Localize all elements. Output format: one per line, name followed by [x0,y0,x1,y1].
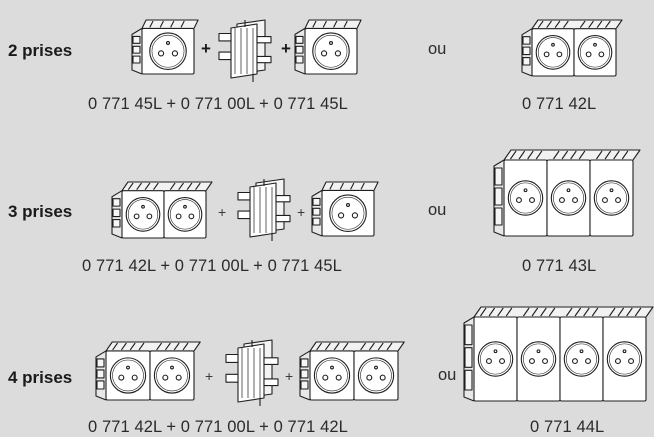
row-label: 3 prises [8,202,72,222]
plus-sign: + [297,204,305,220]
row-label: 4 prises [8,368,72,388]
socket-module-2-icon [94,340,198,404]
or-text: ou [428,40,446,59]
combo-references: 0 771 42L + 0 771 00L + 0 771 45L [82,257,342,276]
plus-sign: + [205,368,213,384]
coupling-frame-icon [213,18,281,80]
row-label: 2 prises [8,41,72,61]
socket-module-2-icon [298,340,402,404]
socket-module-2-icon [520,18,620,80]
coupling-frame-icon [232,177,300,239]
or-text: ou [438,366,456,385]
coupling-frame-icon [220,338,288,404]
plus-sign: + [285,368,293,384]
plus-sign: + [218,204,226,220]
or-text: ou [428,201,446,220]
socket-module-3-icon [492,148,637,240]
single-reference: 0 771 43L [522,257,596,276]
socket-module-1-icon [310,180,378,240]
socket-module-1-icon [130,18,198,78]
single-reference: 0 771 42L [522,95,596,114]
combo-references: 0 771 45L + 0 771 00L + 0 771 45L [88,95,348,114]
socket-module-4-icon [462,305,650,405]
socket-module-2-icon [110,180,210,242]
plus-sign: + [281,39,291,59]
socket-module-1-icon [293,18,361,78]
single-reference: 0 771 44L [530,418,604,437]
combo-references: 0 771 42L + 0 771 00L + 0 771 42L [88,418,348,437]
plus-sign: + [201,39,211,59]
